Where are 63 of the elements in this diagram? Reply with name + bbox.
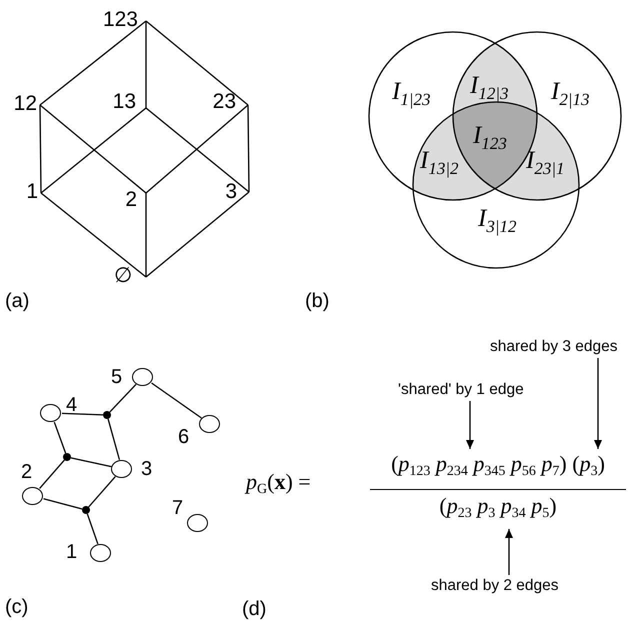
edge-line	[39, 460, 65, 489]
graph-node	[132, 368, 154, 386]
panel-label: (b)	[305, 290, 330, 312]
edge-line	[43, 498, 82, 510]
node-number: 3	[141, 458, 152, 480]
edge-line	[39, 105, 42, 193]
panel-label: (c)	[5, 596, 28, 618]
edge-line	[62, 412, 104, 416]
graph-node	[22, 486, 44, 505]
node-number: 1	[66, 541, 78, 563]
node-number: 6	[178, 426, 190, 448]
arrow	[594, 358, 602, 449]
vertex-label: ∅	[104, 264, 146, 290]
node-number: 5	[111, 366, 122, 388]
edge-line	[146, 20, 248, 106]
edge-line	[40, 20, 146, 106]
edge-line	[146, 192, 250, 278]
graph-node	[40, 404, 62, 422]
graph-node	[111, 460, 132, 478]
formula-text: (p$_{23}$ p$_{3}$ p$_{34}$ p$_{5}$)	[368, 493, 628, 527]
vertex-label: 3	[214, 180, 249, 204]
formula-text: p$_{G}$(x) =	[246, 469, 311, 499]
annotation-text: shared by 3 edges	[490, 338, 618, 356]
edge-line	[86, 514, 98, 544]
region-label: I$_{123}$	[473, 122, 507, 155]
edge-line	[151, 382, 202, 419]
region-label: I$_{13|2}$	[420, 147, 459, 180]
edge-line	[54, 422, 66, 454]
annotation-text: 'shared' by 1 edge	[398, 381, 524, 399]
junction-dot	[82, 506, 90, 514]
node-number: 2	[21, 461, 32, 483]
panel-label: (d)	[242, 598, 266, 620]
edge-line	[145, 21, 147, 108]
annotation-text: shared by 2 edges	[431, 577, 559, 595]
edge-line	[107, 418, 120, 460]
edge-line	[145, 193, 147, 277]
graph-node	[90, 544, 112, 562]
junction-dot	[103, 411, 111, 419]
graph-node	[199, 414, 220, 433]
vertex-label: 123	[96, 8, 146, 34]
vertex-label: 13	[100, 90, 146, 118]
region-label: I$_{3|12}$	[478, 205, 517, 238]
arrow	[505, 529, 513, 575]
vertex-label: 23	[196, 90, 248, 118]
region-label: I$_{1|23}$	[392, 78, 431, 111]
edge-line	[40, 192, 146, 278]
formula-text: (p$_{123}$ p$_{234}$ p$_{345}$ p$_{56}$ p$_{7}$) (p$_{3}$)	[368, 451, 628, 485]
region-label: I$_{12|3}$	[470, 72, 509, 105]
panel-label: (a)	[5, 290, 30, 312]
region-label: I$_{23|1}$	[526, 147, 565, 180]
node-number: 7	[172, 497, 184, 519]
vertex-label: 12	[4, 92, 40, 118]
node-number: 4	[66, 394, 78, 416]
vertex-label: 1	[18, 180, 41, 206]
vertex-label: 2	[112, 188, 146, 212]
edge-line	[247, 105, 250, 192]
arrow	[466, 401, 474, 449]
edge-line	[109, 384, 136, 413]
graph-node	[187, 514, 208, 532]
edge-line	[70, 457, 112, 468]
edge-line	[88, 476, 116, 508]
junction-dot	[63, 453, 71, 461]
region-label: I$_{2|13}$	[551, 78, 590, 111]
